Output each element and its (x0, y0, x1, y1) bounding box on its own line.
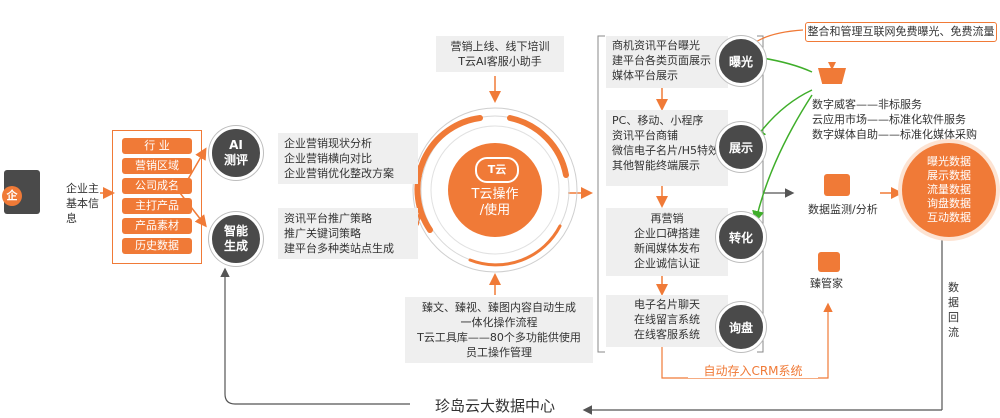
stage-convert-items: 再营销 企业口碑搭建 新闻媒体发布 企业诚信认证 (606, 208, 728, 276)
bottom-note: 臻文、臻视、臻图内容自动生成 一体化操作流程 T云工具库——80个多功能供使用 … (405, 297, 593, 363)
data-summary-circle: 曝光数据 展示数据 流量数据 询盘数据 互动数据 (902, 143, 996, 237)
stage-exposure-badge: 曝光 (716, 36, 766, 86)
tag-region: 营销区域 (122, 158, 192, 174)
tag-product: 主打产品 (122, 198, 192, 214)
tag-company: 公司成名 (122, 178, 192, 194)
stage-convert-badge: 转化 (716, 212, 766, 262)
info-tags-panel: 行 业 营销区域 公司成名 主打产品 产品素材 历史数据 (112, 130, 202, 264)
hub-circle: T云 T云操作 /使用 (448, 143, 542, 237)
gear-icon (818, 252, 840, 272)
manager-label: 臻管家 (810, 277, 843, 290)
basket-icon (818, 62, 846, 86)
top-note: 营销上线、线下培训 T云AI客服小助手 (436, 36, 564, 72)
enterprise-label: 企业主 基本信息 (66, 182, 99, 225)
server-icon (824, 174, 850, 196)
stage-exposure-items: 商机资讯平台曝光 建平台各类页面展示 媒体平台展示 (606, 36, 728, 88)
data-return-label: 数 据 回 流 (948, 281, 959, 339)
smart-gen-node: 智能 生成 (209, 212, 263, 266)
hub-label: T云操作 /使用 (471, 187, 519, 218)
tag-industry: 行 业 (122, 138, 192, 154)
services-list: 数字威客——非标服务 云应用市场——标准化软件服务 数字媒体自助——标准化媒体采… (812, 98, 977, 141)
top-banner: 整合和管理互联网免费曝光、免费流量 (805, 22, 997, 42)
smart-gen-items: 资讯平台推广策略 推广关键词策略 建平台多种类站点生成 (278, 208, 418, 259)
crm-label: 自动存入CRM系统 (688, 364, 818, 378)
ai-eval-node: AI 测评 (209, 126, 263, 180)
tag-history: 历史数据 (122, 238, 192, 254)
cloud-icon: T云 (475, 157, 519, 183)
monitor-label: 数据监测/分析 (808, 203, 878, 216)
tag-material: 产品素材 (122, 218, 192, 234)
stage-display-badge: 展示 (716, 122, 766, 172)
enterprise-badge-icon: 企 (2, 186, 22, 206)
stage-display-items: PC、移动、小程序 资讯平台商铺 微信电子名片/H5特效 其他智能终端展示 (606, 110, 728, 186)
ai-eval-items: 企业营销现状分析 企业营销横向对比 企业营销优化整改方案 (278, 133, 418, 184)
stage-inquiry-badge: 询盘 (716, 302, 766, 352)
datacenter-label: 珍岛云大数据中心 (410, 396, 580, 416)
stage-inquiry-items: 电子名片聊天 在线留言系统 在线客服系统 (606, 295, 728, 347)
